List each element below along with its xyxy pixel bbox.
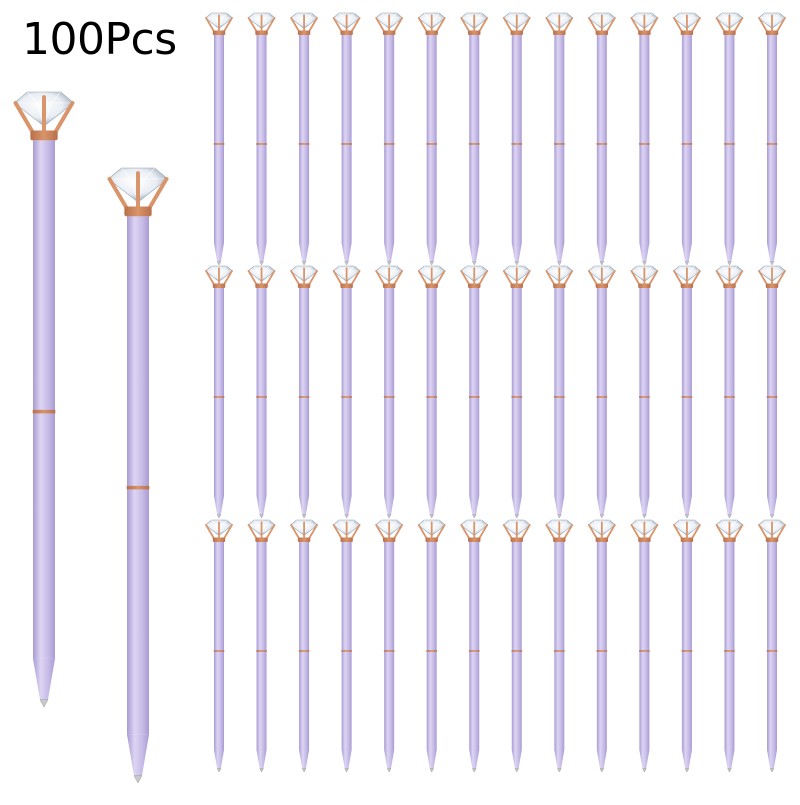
small-pen-r1-c6 — [417, 12, 446, 266]
small-pen-r1-c13 — [715, 12, 744, 266]
small-pen-r2-c11 — [630, 265, 659, 519]
small-pen-r1-c14 — [758, 12, 786, 266]
small-pen-r3-c7 — [460, 519, 489, 773]
small-pen-r2-c10 — [587, 265, 616, 519]
small-pen-r3-c8 — [502, 519, 531, 773]
small-pen-r1-c5 — [375, 12, 404, 266]
small-pen-r1-c3 — [290, 12, 319, 266]
small-pen-r3-c2 — [247, 519, 276, 773]
small-pen-r1-c10 — [587, 12, 616, 266]
small-pen-r3-c6 — [417, 519, 446, 773]
small-pen-r2-c7 — [460, 265, 489, 519]
small-pen-r1-c2 — [247, 12, 276, 266]
small-pen-r3-c4 — [332, 519, 361, 773]
small-pen-r2-c5 — [375, 265, 404, 519]
small-pen-r3-c3 — [290, 519, 319, 773]
small-pen-r1-c8 — [502, 12, 531, 266]
small-pen-r2-c2 — [247, 265, 276, 519]
small-pen-r3-c5 — [375, 519, 404, 773]
small-pen-r3-c10 — [587, 519, 616, 773]
large-pen-1 — [13, 91, 75, 708]
small-pen-r1-c1 — [205, 12, 233, 266]
small-pen-r2-c13 — [715, 265, 744, 519]
small-pen-r1-c12 — [672, 12, 701, 266]
small-pen-r2-c14 — [758, 265, 786, 519]
small-pen-r2-c9 — [545, 265, 574, 519]
small-pen-r3-c12 — [672, 519, 701, 773]
small-pen-r1-c9 — [545, 12, 574, 266]
small-pen-r2-c6 — [417, 265, 446, 519]
small-pen-r2-c3 — [290, 265, 319, 519]
small-pen-r3-c14 — [758, 519, 786, 773]
small-pen-r2-c8 — [502, 265, 531, 519]
small-pen-r3-c11 — [630, 519, 659, 773]
small-pen-r1-c11 — [630, 12, 659, 266]
large-pen-2 — [107, 167, 169, 784]
quantity-label: 100Pcs — [22, 14, 177, 65]
small-pen-r3-c13 — [715, 519, 744, 773]
small-pen-r3-c1 — [205, 519, 233, 773]
small-pen-r2-c12 — [672, 265, 701, 519]
small-pen-r2-c1 — [205, 265, 233, 519]
small-pen-r3-c9 — [545, 519, 574, 773]
small-pen-r2-c4 — [332, 265, 361, 519]
small-pen-r1-c7 — [460, 12, 489, 266]
small-pen-r1-c4 — [332, 12, 361, 266]
